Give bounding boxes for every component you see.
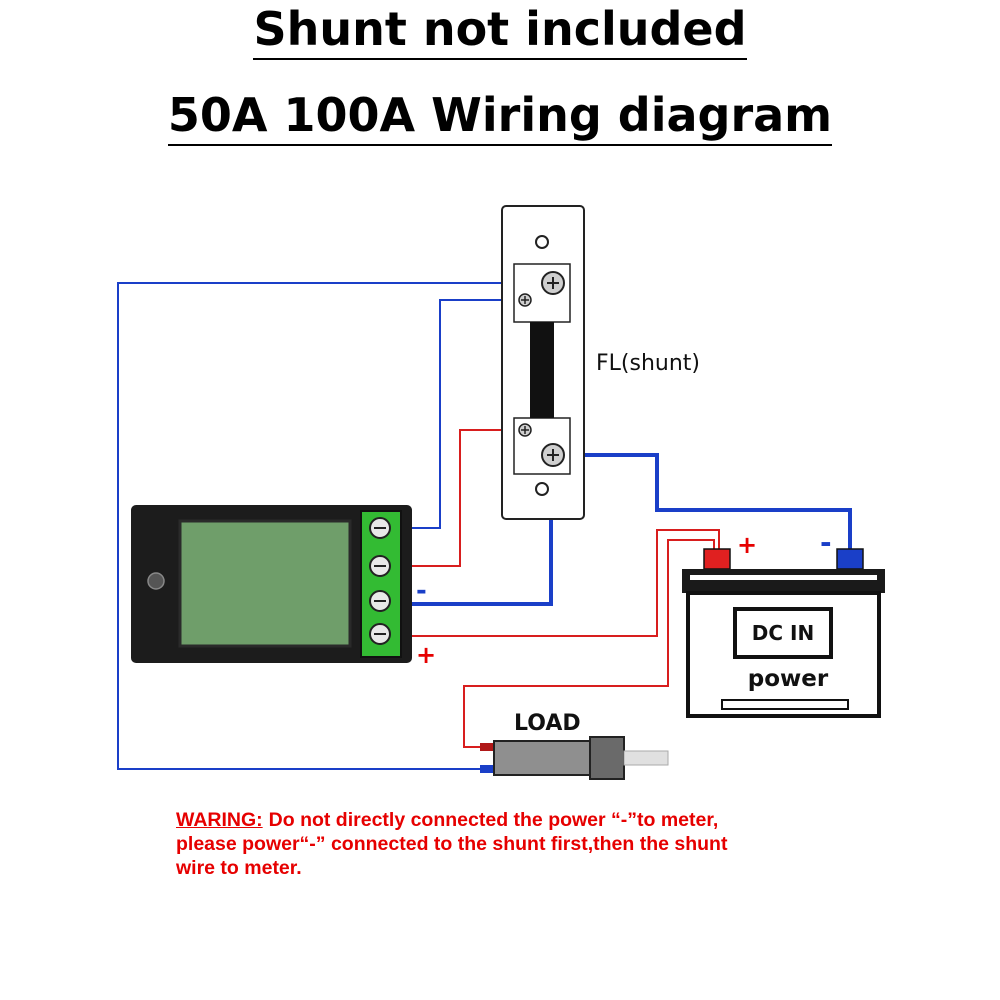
warning-line-3: wire to meter. [176,857,302,879]
battery-plus-post [703,548,731,570]
wire-shunt-sense-to-meter-t2 [396,429,525,567]
wire-shunt-sense-to-meter-t1 [396,299,525,529]
meter-terminal-screw-icon [369,623,391,645]
meter-terminal-screw-icon [369,590,391,612]
load-body [493,740,591,776]
warning-line-2: please power“-” connected to the shunt f… [176,833,728,855]
title-line-1: Shunt not included [0,2,1000,60]
battery-lid-groove [690,575,877,580]
battery-label-dc-in: DC IN [752,621,814,645]
shunt-bottom-screw-icon [541,443,565,467]
shunt-mount-hole-top [535,235,549,249]
battery-minus-sign: - [820,526,832,559]
wire-shunt-to-battery-minus [553,453,852,552]
shunt: FL(shunt) [501,205,700,520]
battery: DC IN power + - [682,526,885,718]
battery-base-strip [721,699,849,710]
warning-label: WARING: [176,809,263,831]
wire-shunt-to-load-minus [117,282,553,770]
load-minus-lead [480,765,496,773]
shunt-resistor-bar [530,322,554,418]
load: LOAD [480,711,669,780]
meter-terminal-screw-icon [369,555,391,577]
wire-meter-plus-to-battery [396,529,720,637]
load-label: LOAD [514,711,581,736]
wire-battery-plus-to-load [463,539,715,748]
load-tip [623,750,669,766]
meter-terminal-screw-icon [369,517,391,539]
battery-label-power: power [748,666,829,692]
load-plus-lead [480,743,496,751]
load-cap [589,736,625,780]
shunt-label: FL(shunt) [596,351,700,376]
meter: - + [131,505,436,669]
warning-note: WARING:Do not directly connected the pow… [176,808,816,880]
battery-lid [682,569,885,593]
title-line-2: 50A 100A Wiring diagram [0,88,1000,146]
shunt-bottom-sense-screw-icon [518,423,532,437]
shunt-top-screw-icon [541,271,565,295]
battery-label-box [733,607,833,659]
battery-plus-sign: + [737,531,757,559]
meter-mount-hole [147,572,165,590]
warning-line-1: Do not directly connected the power “-”t… [268,809,719,831]
meter-plus-sign: + [416,641,436,669]
meter-screen [178,519,352,648]
shunt-top-sense-screw-icon [518,293,532,307]
shunt-top-terminal [513,263,571,323]
battery-minus-post [836,548,864,570]
shunt-mount-hole-bottom [535,482,549,496]
meter-minus-sign: - [416,576,427,606]
